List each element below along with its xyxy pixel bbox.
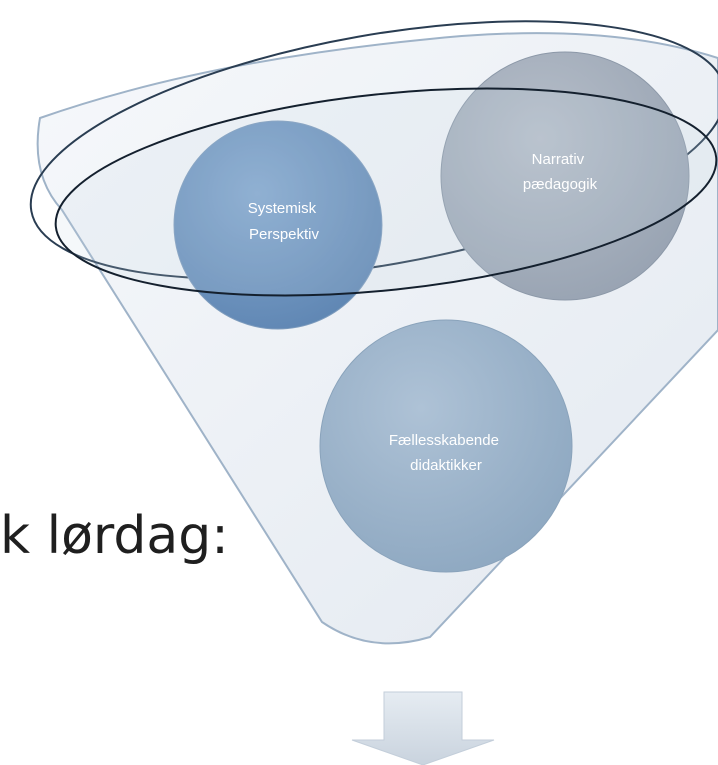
- funnel-rim-outer: [29, 20, 718, 280]
- label-systemisk: Systemisk Perspektiv: [248, 200, 321, 243]
- circle-faelles: [319, 319, 573, 573]
- background-text: k lørdag:: [0, 506, 229, 566]
- label-faelles: Fællesskabende didaktikker: [389, 432, 503, 474]
- circle-narrativ: [440, 51, 690, 301]
- label-narrativ: Narrativ pædagogik: [523, 151, 598, 193]
- funnel-rim-inner: [54, 87, 718, 297]
- circle-systemisk: [173, 120, 383, 330]
- down-arrow-icon: [351, 691, 495, 765]
